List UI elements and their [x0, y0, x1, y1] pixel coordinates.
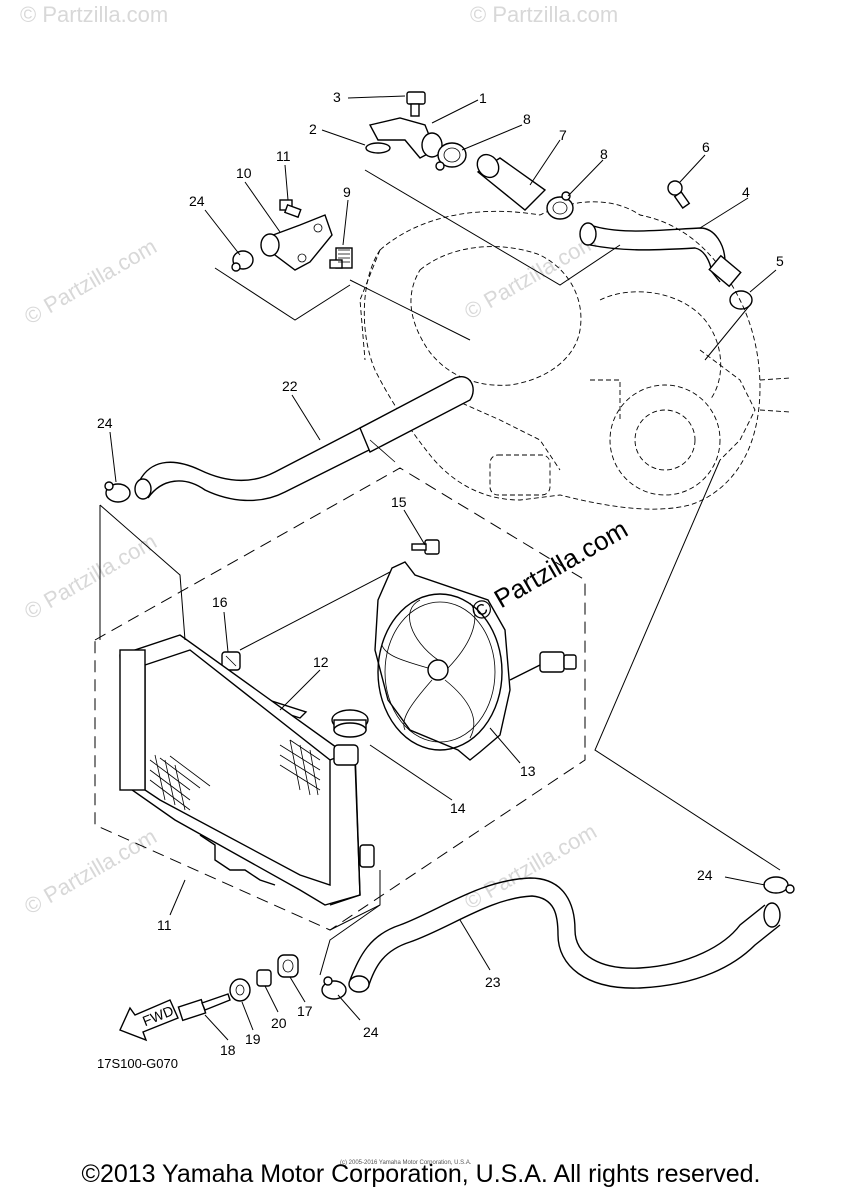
- callout-24: 24: [97, 415, 113, 431]
- watermark-faint: © Partzilla.com: [470, 2, 618, 27]
- part-20-washer[interactable]: [229, 978, 251, 1002]
- watermark-faint: © Partzilla.com: [20, 234, 161, 330]
- part-7-hose[interactable]: [473, 150, 547, 211]
- callout-10: 10: [236, 165, 252, 181]
- part-8-clamp[interactable]: [435, 142, 467, 171]
- watermark-faint: © Partzilla.com: [460, 819, 601, 915]
- callout-18: 17: [297, 1003, 313, 1019]
- part-24-clamp[interactable]: [104, 481, 131, 503]
- callout-8: 8: [523, 111, 531, 127]
- part-14-fan-motor[interactable]: [374, 561, 577, 761]
- radiator-core: [149, 739, 321, 811]
- callout-21: 20: [271, 1015, 287, 1031]
- callout-24: 24: [363, 1024, 379, 1040]
- part-16-bolt[interactable]: [411, 539, 440, 555]
- watermark-faint: © Partzilla.com: [20, 529, 161, 625]
- callout-4: 4: [742, 184, 750, 200]
- part-1-outlet-elbow[interactable]: [368, 117, 443, 159]
- callout-23: 23: [485, 974, 501, 990]
- callout-16: 15: [391, 494, 407, 510]
- callout-7: 7: [559, 127, 567, 143]
- forward-direction-arrow: FWD: [119, 999, 179, 1042]
- part-24-clamp[interactable]: [763, 876, 795, 894]
- callout-2: 2: [309, 121, 317, 137]
- part-4-water-pipe[interactable]: [579, 222, 742, 288]
- leader-lines: [99, 95, 781, 1041]
- watermark-faint: © Partzilla.com: [20, 824, 161, 920]
- watermark-main: © Partzilla.com: [466, 514, 633, 628]
- callout-15: 14: [450, 800, 466, 816]
- callout-1: 1: [479, 90, 487, 106]
- callout-11: 11: [276, 148, 291, 164]
- tiny-credit: (c) 2005-2016 Yamaha Motor Corporation, …: [340, 1160, 472, 1166]
- watermark-faint: © Partzilla.com: [460, 229, 601, 325]
- part-17-grommet[interactable]: [221, 651, 241, 671]
- part-5-oring[interactable]: [729, 290, 753, 310]
- part-12-radiator[interactable]: [119, 634, 375, 906]
- callout-20: 19: [245, 1031, 261, 1047]
- callout-22: 22: [282, 378, 298, 394]
- callout-3: 3: [333, 89, 341, 105]
- callout-24: 24: [189, 193, 205, 209]
- part-10-inlet-fitting[interactable]: [260, 214, 333, 271]
- part-6-bolt[interactable]: [667, 180, 691, 210]
- part-9-thermo-switch[interactable]: [329, 247, 353, 269]
- part-2-oring[interactable]: [365, 142, 391, 154]
- part-21-collar[interactable]: [256, 969, 272, 987]
- part-18-damper[interactable]: [277, 954, 299, 978]
- callout-9: 9: [343, 184, 351, 200]
- diagram-code: 17S100-G070: [97, 1056, 178, 1071]
- callout-24: 24: [697, 867, 713, 883]
- part-24-clamp[interactable]: [231, 250, 254, 272]
- part-19-bolt[interactable]: [177, 993, 231, 1022]
- part-22-hose[interactable]: [134, 376, 474, 502]
- callout-17: 16: [212, 594, 228, 610]
- part-8-clamp[interactable]: [546, 191, 574, 220]
- part-3-bolt[interactable]: [406, 91, 426, 117]
- callout-numbers: 3 2 1 8 7 8 6 4 5 11 10 24 9 22 24 15 16…: [97, 89, 784, 1058]
- watermark-faint: © Partzilla.com: [20, 2, 168, 27]
- callout-19: 18: [220, 1042, 236, 1058]
- copyright-footer: ©2013 Yamaha Motor Corporation, U.S.A. A…: [81, 1160, 761, 1188]
- part-15-radiator-cap[interactable]: [331, 709, 369, 738]
- callout-13: 12: [313, 654, 329, 670]
- part-23-hose[interactable]: [348, 877, 781, 993]
- radiator-assembly-box: [94, 467, 586, 931]
- part-24-clamp[interactable]: [321, 976, 347, 1000]
- callout-12: 11: [157, 917, 172, 933]
- callout-5: 5: [776, 253, 784, 269]
- callout-6: 6: [702, 139, 710, 155]
- part-11-bolt[interactable]: [279, 199, 302, 219]
- callout-14: 13: [520, 763, 536, 779]
- callout-8: 8: [600, 146, 608, 162]
